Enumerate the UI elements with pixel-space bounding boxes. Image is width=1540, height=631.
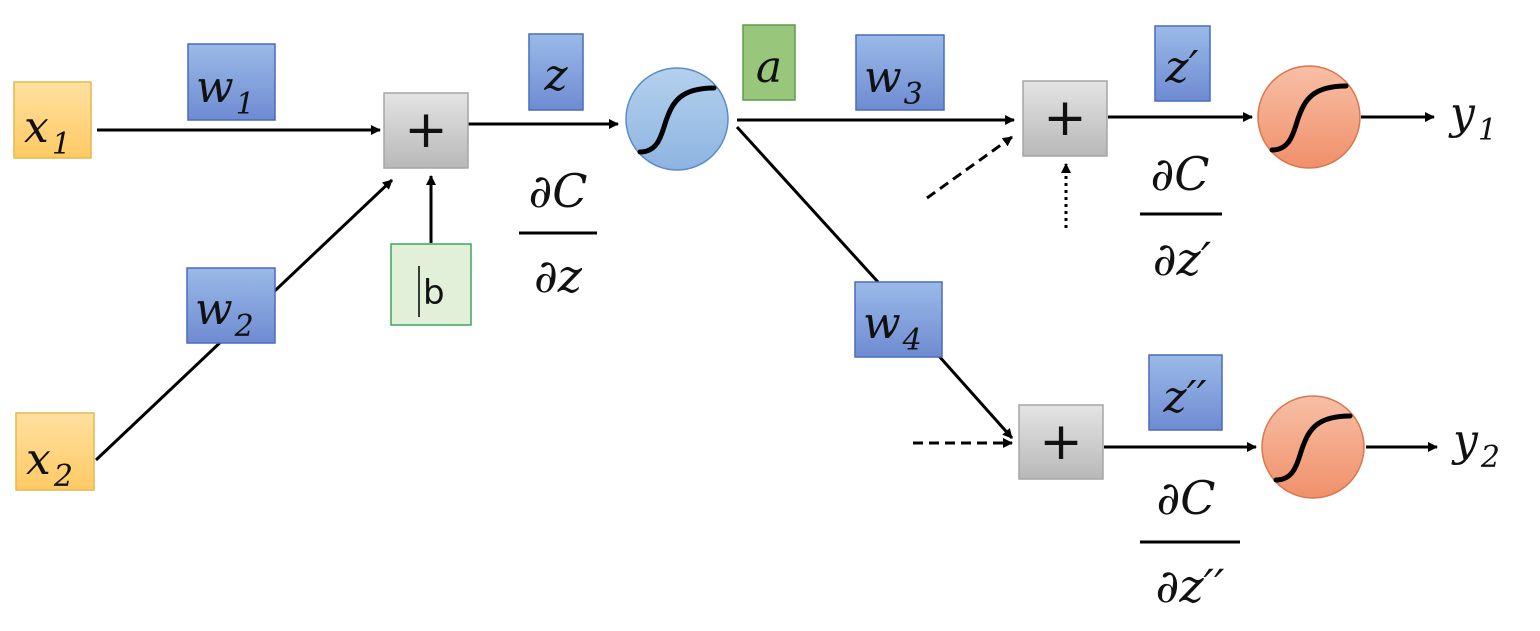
- weight-w4-subscript: 4: [902, 323, 922, 358]
- pre-activation-z-label: z: [543, 50, 568, 101]
- output-y2-subscript: 2: [1480, 440, 1500, 475]
- sum-node-1: +: [383, 92, 469, 169]
- weight-w2-symbol: w: [195, 284, 233, 335]
- svg-text:x2: x2: [26, 434, 73, 494]
- gradient-dC-dz-double-prime-numerator: ∂C: [1157, 471, 1216, 525]
- edge-dashed-to-sum2: [926, 135, 1013, 200]
- output-neuron-1-sigmoid: [1257, 65, 1361, 169]
- gradient-dC-dz-prime-denominator: ∂z′: [1153, 232, 1212, 286]
- sigmoid-icon: [1269, 83, 1349, 153]
- input-x2-symbol: x: [26, 434, 51, 485]
- weight-w4: w4: [854, 281, 943, 358]
- output-y2-symbol: y: [1451, 415, 1479, 466]
- edge-hidden-to-w4: [735, 125, 880, 284]
- hidden-neuron-sigmoid: [625, 67, 729, 171]
- activation-a: a: [742, 24, 796, 101]
- gradient-dC-dz-prime-numerator: ∂C: [1151, 147, 1210, 201]
- pre-activation-z-prime: z′: [1154, 25, 1211, 102]
- sum-node-3-label: +: [1039, 412, 1083, 472]
- pre-activation-z-prime-label: z′: [1164, 42, 1198, 93]
- output-y1-symbol: y: [1448, 88, 1476, 139]
- gradient-dC-dz-prime: ∂C ∂z′: [1140, 147, 1222, 286]
- sum-node-2: +: [1022, 80, 1108, 157]
- bias-b: b: [390, 243, 472, 326]
- sum-node-3: +: [1018, 404, 1104, 480]
- gradient-dC-dz: ∂C ∂z: [519, 164, 597, 303]
- input-x1-symbol: x: [24, 102, 49, 153]
- weight-w3-subscript: 3: [904, 77, 923, 112]
- edge-w4-to-sum3: [936, 354, 1014, 439]
- svg-text:w1: w1: [196, 62, 255, 122]
- output-y1-subscript: 1: [1478, 113, 1497, 148]
- gradient-dC-dz-denominator: ∂z: [534, 249, 583, 303]
- gradient-dC-dz-double-prime-denominator: ∂z′′: [1156, 559, 1225, 613]
- weight-w2: w2: [186, 267, 276, 344]
- pre-activation-z-double-prime-label: z′′: [1162, 372, 1206, 423]
- input-x1-subscript: 1: [52, 127, 71, 162]
- gradient-dC-dz-numerator: ∂C: [529, 164, 588, 218]
- weight-w1-symbol: w: [196, 62, 234, 113]
- sigmoid-icon: [1273, 413, 1353, 483]
- gradient-dC-dz-double-prime: ∂C ∂z′′: [1140, 471, 1240, 613]
- weight-w1-subscript: 1: [236, 87, 255, 122]
- weight-w3-symbol: w: [864, 52, 902, 103]
- svg-text:x1: x1: [24, 102, 71, 162]
- svg-text:w2: w2: [195, 284, 254, 344]
- activation-a-label: a: [756, 42, 782, 93]
- sum-node-2-label: +: [1043, 88, 1087, 148]
- bias-b-label: b: [423, 273, 445, 313]
- weight-w3: w3: [855, 34, 945, 112]
- svg-text:w4: w4: [863, 298, 922, 358]
- sum-node-1-label: +: [404, 100, 448, 160]
- pre-activation-z: z: [528, 33, 584, 111]
- sigmoid-icon: [637, 85, 717, 155]
- svg-text:w3: w3: [864, 52, 923, 112]
- weight-w4-symbol: w: [863, 298, 901, 349]
- pre-activation-z-double-prime: z′′: [1148, 354, 1223, 431]
- weight-w2-subscript: 2: [234, 309, 254, 344]
- input-x2-subscript: 2: [53, 459, 73, 494]
- weight-w1: w1: [187, 43, 276, 122]
- output-neuron-2-sigmoid: [1261, 395, 1365, 499]
